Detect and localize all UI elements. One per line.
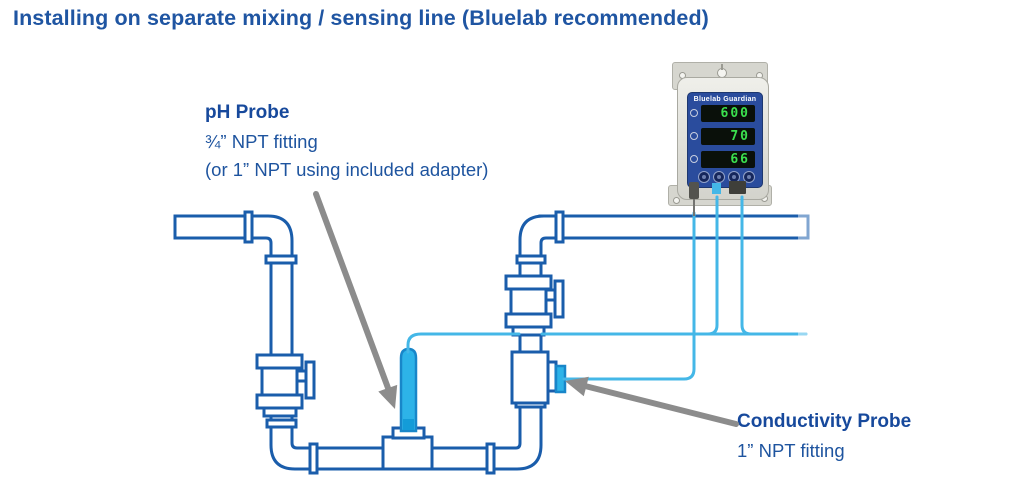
valve-reducer [511,325,546,337]
right-valve [504,274,565,337]
conductivity-row: 600 [688,105,762,123]
left-valve [255,353,316,418]
guardian-monitor: Bluelab Guardian 600 70 66 [663,58,775,208]
ph-probe-tee [381,426,434,471]
temperature-display: 70 [701,128,755,145]
conductivity-probe-heading: Conductivity Probe [737,411,912,432]
ph-probe-fitting-note: ¾” NPT fitting [205,130,318,152]
bottom-pipe-right [426,446,496,471]
tee-branch [391,426,426,440]
elbow-bottom-left [269,422,318,471]
edge-fade [798,327,832,339]
elbow-top-right [518,214,564,264]
outlet-pipe [538,214,810,240]
valve-body [509,287,548,316]
tee-body [510,350,550,405]
valve-reducer [262,406,298,418]
page-title: Installing on separate mixing / sensing … [13,6,709,30]
status-led-icon [690,109,698,117]
conductivity-display: 600 [701,105,755,122]
ph-probe-icon [399,347,418,433]
valve-flange [255,353,304,370]
conductivity-probe [554,364,567,394]
ph-probe-heading: pH Probe [205,102,290,123]
elbow-collar [554,210,565,244]
elbow-collar [264,254,298,265]
elbow-collar [485,442,496,475]
valve-handle[interactable] [304,360,316,400]
device-button-icon[interactable] [698,171,710,183]
ph-probe-arrow [313,191,398,409]
ph-probe-tip [403,419,414,430]
elbow-collar [514,398,547,409]
device-button-icon[interactable] [713,171,725,183]
valve-flange [504,312,553,329]
elbow-collar [265,418,298,429]
ph-display: 66 [701,151,755,168]
monitor-front-panel: Bluelab Guardian 600 70 66 [687,92,763,188]
right-riser-pipe-lower [518,394,543,414]
status-led-icon [690,155,698,163]
right-riser-pipe [518,248,543,362]
ph-probe-adapter-note: (or 1” NPT using included adapter) [205,159,489,180]
valve-flange [255,393,304,410]
left-down-pipe-lower [269,408,294,432]
device-button-icon[interactable] [743,171,755,183]
inlet-pipe [173,214,257,240]
sensor-cables [406,181,832,381]
tee-body [381,435,434,471]
screw-hole-icon [673,197,680,204]
tee-branch [546,360,558,393]
conductivity-tee [510,350,567,405]
ph-row: 66 [688,151,762,169]
ph-probe [399,347,418,433]
ph-probe-cable [406,332,521,354]
valve-flange [504,274,553,291]
device-button-icon[interactable] [728,171,740,183]
ph-probe-callout: pH Probe ¾” NPT fitting (or 1” NPT using… [205,99,488,185]
elbow-collar [243,210,254,244]
left-down-pipe [269,248,294,364]
elbow-top-left [246,214,294,264]
monitor-cable [706,195,719,336]
bottom-pipe-left [306,446,390,471]
valve-body [260,366,299,397]
button-row [698,171,755,183]
conductivity-probe-arrow [565,376,739,427]
pipe-network [173,210,810,475]
valve-handle-stub [295,369,310,383]
monitor-cable [740,195,808,336]
elbow-bottom-right [487,402,543,471]
brand-label: Bluelab Guardian [693,96,757,103]
valve-handle-stub [544,288,559,302]
status-led-icon [690,132,698,140]
valve-handle[interactable] [553,279,565,319]
edge-fade [798,210,832,244]
elbow-collar [515,254,547,265]
elbow-collar [308,442,319,475]
conductivity-fitting-note: 1” NPT fitting [737,439,845,461]
conductivity-probe-cable [562,211,696,381]
conductivity-probe-callout: Conductivity Probe 1” NPT fitting [737,408,911,465]
temperature-row: 70 [688,128,762,146]
